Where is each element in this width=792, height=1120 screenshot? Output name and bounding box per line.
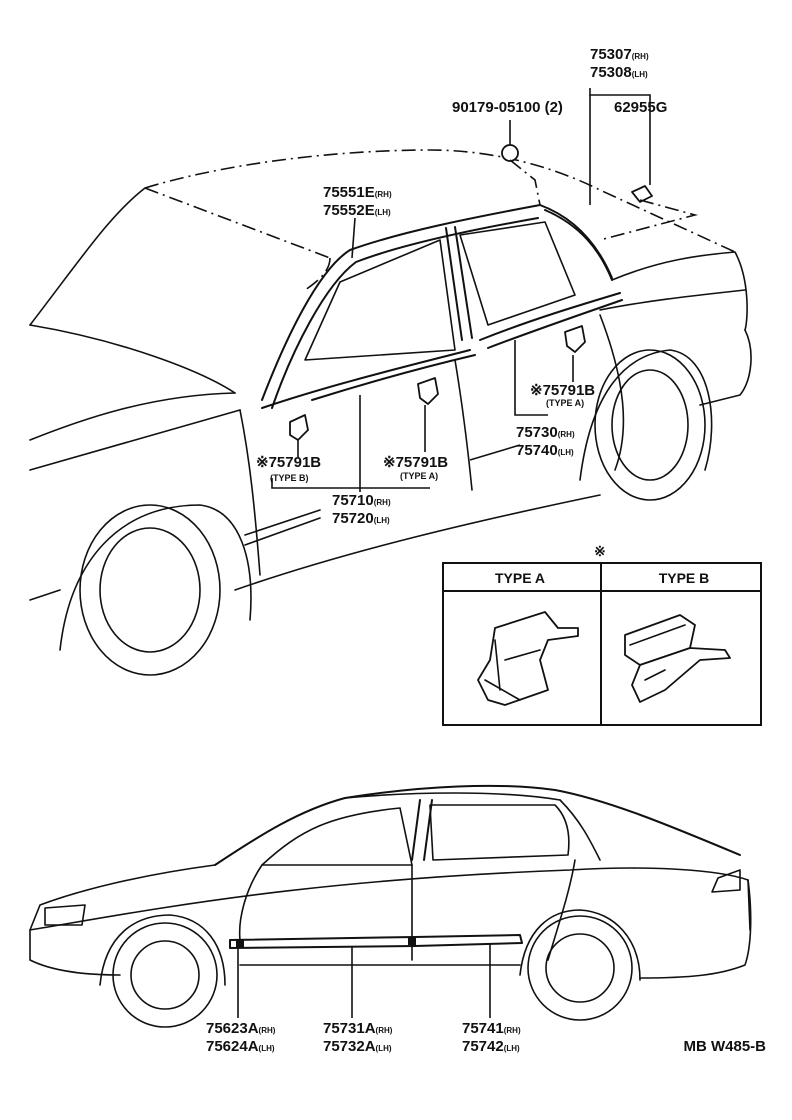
part-number: 75710(RH): [332, 492, 391, 509]
part-number: 75551E(RH): [323, 184, 392, 201]
part-number: ※75791B: [256, 454, 321, 471]
part-number: 75308(LH): [590, 64, 648, 81]
leader-lines-bottom: [237, 944, 491, 1018]
part-number: 75624A(LH): [206, 1038, 275, 1055]
part-number: ※75791B: [530, 382, 595, 399]
part-number: 62955G: [614, 99, 667, 116]
callouts-top: 75307(RH) 75308(LH) 90179-05100 (2) 6295…: [256, 46, 667, 527]
type-label: (TYPE B): [270, 473, 309, 483]
car-isometric-view: [29, 149, 752, 676]
part-number: 75730(RH): [516, 424, 575, 441]
legend-mark: ※: [594, 543, 606, 559]
part-number: 75307(RH): [590, 46, 649, 63]
part-number: 75740(LH): [516, 442, 574, 459]
type-label: (TYPE A): [546, 398, 584, 408]
type-label: (TYPE A): [400, 471, 438, 481]
clip-parts-top: [289, 144, 653, 441]
legend-header-type-b: TYPE B: [659, 570, 710, 586]
clip-icon: [631, 185, 653, 203]
clip-type-a-icon: [417, 377, 439, 405]
clip-type-b-icon: [289, 414, 309, 441]
legend-header-type-a: TYPE A: [495, 570, 545, 586]
clip-type-a-drawing: [477, 611, 579, 706]
diagram-code: MB W485-B: [683, 1038, 766, 1055]
part-number: 75623A(RH): [206, 1020, 276, 1037]
grommet-icon: [501, 144, 519, 162]
car-side-view: [29, 784, 752, 1028]
type-legend-box: ※ TYPE A TYPE B: [442, 543, 762, 726]
part-number: 75731A(RH): [323, 1020, 393, 1037]
part-number: 75732A(LH): [323, 1038, 392, 1055]
part-number: ※75791B: [383, 454, 448, 471]
part-number: 75720(LH): [332, 510, 390, 527]
part-number: 75741(RH): [462, 1020, 521, 1037]
part-number: 75742(LH): [462, 1038, 520, 1055]
clip-type-a-icon: [564, 325, 586, 353]
rear-window-molding: [539, 204, 613, 279]
callouts-bottom: 75623A(RH) 75624A(LH) 75731A(RH) 75732A(…: [206, 1020, 766, 1055]
leader-lines-top: [271, 88, 699, 492]
part-number: 75552E(LH): [323, 202, 391, 219]
part-number: 90179-05100 (2): [452, 99, 563, 116]
clip-type-b-drawing: [624, 614, 731, 703]
